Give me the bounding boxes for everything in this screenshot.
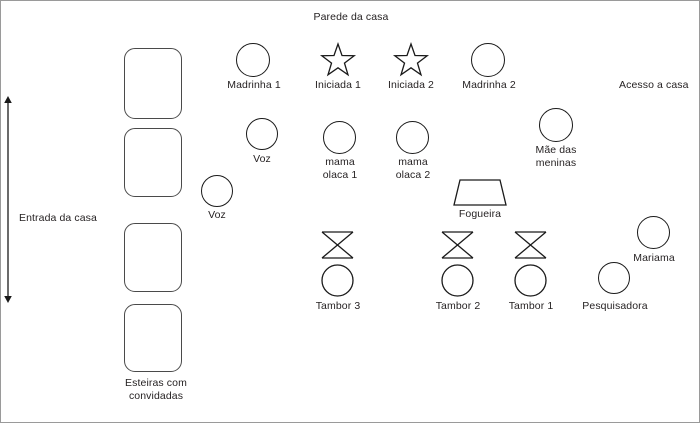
node-mama-olaca-2: [396, 121, 429, 154]
label-mariama: Mariama: [633, 252, 675, 264]
label-pesquisadora: Pesquisadora: [582, 300, 648, 312]
circle-icon: [201, 175, 233, 207]
circle-icon: [323, 121, 356, 154]
circle-icon: [236, 43, 270, 77]
drum-icon: [514, 231, 547, 297]
circle-icon: [598, 262, 630, 294]
label-mama-olaca-2: mama olaca 2: [395, 156, 431, 181]
node-mariama: [637, 216, 670, 249]
circle-icon: [471, 43, 505, 77]
node-madrinha-1: [236, 43, 270, 77]
label-acesso-a-casa: Acesso a casa: [619, 79, 689, 91]
node-pesquisadora: [598, 262, 630, 294]
label-tambor-3: Tambor 3: [315, 300, 361, 312]
entrada-arrow: [2, 95, 16, 304]
node-madrinha-2: [471, 43, 505, 77]
label-tambor-1: Tambor 1: [508, 300, 554, 312]
circle-icon: [396, 121, 429, 154]
star-icon: [392, 42, 430, 77]
node-voz-1: [246, 118, 278, 150]
label-voz-1: Voz: [253, 153, 271, 165]
esteira-rect: [124, 223, 182, 292]
node-tambor-2: [441, 231, 474, 297]
drum-icon: [441, 231, 474, 297]
circle-icon: [637, 216, 670, 249]
esteira-rect: [124, 304, 182, 372]
label-esteiras-com-convidadas: Esteiras com convidadas: [125, 377, 187, 402]
label-mama-olaca-1: mama olaca 1: [322, 156, 358, 181]
label-iniciada-2: Iniciada 2: [388, 79, 434, 91]
bonfire-icon: [453, 179, 507, 206]
node-iniciada-1: [319, 42, 357, 77]
node-mae-meninas: [539, 108, 573, 142]
esteira-rect: [124, 128, 182, 197]
label-iniciada-1: Iniciada 1: [315, 79, 361, 91]
esteira-rect: [124, 48, 182, 119]
label-tambor-2: Tambor 2: [435, 300, 481, 312]
node-fogueira: [453, 179, 507, 206]
star-icon: [319, 42, 357, 77]
node-tambor-1: [514, 231, 547, 297]
label-madrinha-2: Madrinha 2: [462, 79, 516, 91]
node-mama-olaca-1: [323, 121, 356, 154]
node-voz-2: [201, 175, 233, 207]
node-iniciada-2: [392, 42, 430, 77]
node-tambor-3: [321, 231, 354, 297]
label-madrinha-1: Madrinha 1: [227, 79, 281, 91]
label-parede-da-casa: Parede da casa: [313, 11, 389, 23]
label-voz-2: Voz: [208, 209, 226, 221]
drum-icon: [321, 231, 354, 297]
label-entrada-da-casa: Entrada da casa: [19, 212, 97, 224]
circle-icon: [539, 108, 573, 142]
circle-icon: [246, 118, 278, 150]
label-fogueira: Fogueira: [458, 208, 502, 220]
label-mae-meninas: Mãe das meninas: [535, 144, 577, 169]
